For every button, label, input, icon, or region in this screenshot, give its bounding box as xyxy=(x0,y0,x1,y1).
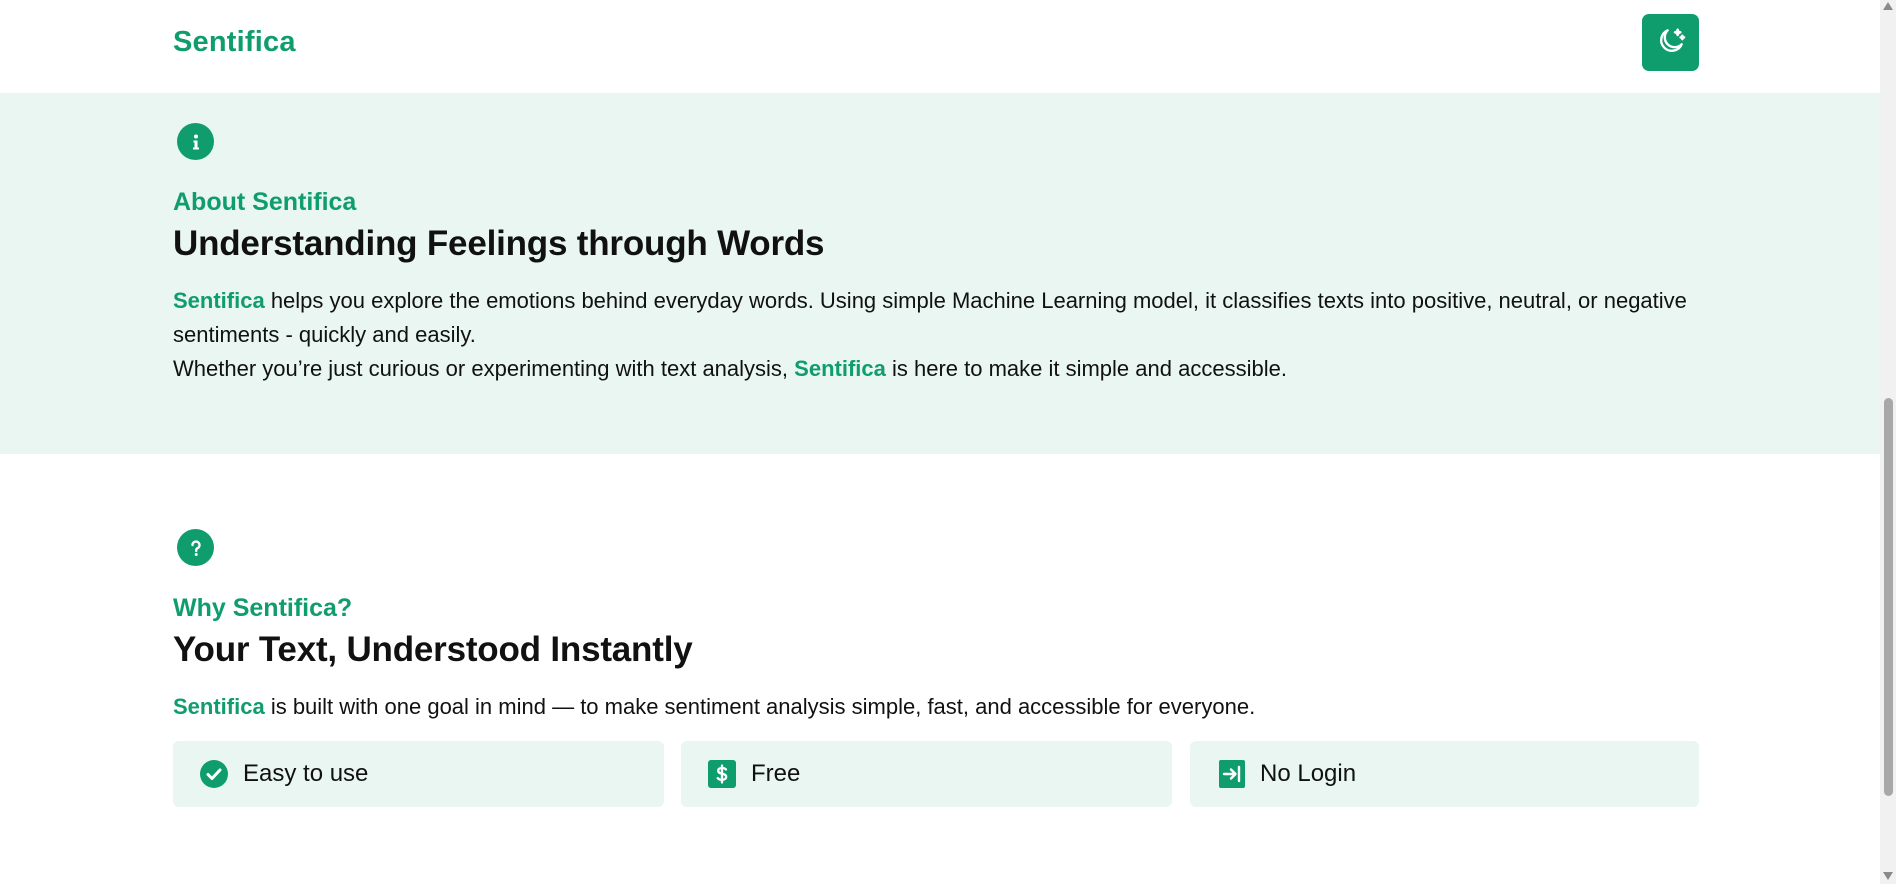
brand-highlight: Sentifica xyxy=(173,288,265,313)
about-paragraph: Sentifica helps you explore the emotions… xyxy=(173,284,1699,386)
scrollbar-thumb[interactable] xyxy=(1884,398,1893,796)
feature-card-free: Free xyxy=(681,741,1172,807)
moon-stars-icon xyxy=(1655,25,1687,60)
about-paragraph-text-2a: Whether you’re just curious or experimen… xyxy=(173,356,795,381)
theme-toggle-button[interactable] xyxy=(1642,14,1699,71)
why-eyebrow: Why Sentifica? xyxy=(173,594,353,622)
top-nav: Sentifica xyxy=(0,0,1880,93)
about-paragraph-text-1: helps you explore the emotions behind ev… xyxy=(173,288,1687,347)
why-heading: Your Text, Understood Instantly xyxy=(173,630,693,669)
brand-highlight: Sentifica xyxy=(794,356,886,381)
feature-label: Free xyxy=(751,760,801,787)
info-icon xyxy=(177,123,214,160)
feature-card-no-login: No Login xyxy=(1190,741,1699,807)
why-section xyxy=(0,454,1880,884)
feature-label: Easy to use xyxy=(243,760,369,787)
why-paragraph-text: is built with one goal in mind — to make… xyxy=(264,694,1256,719)
scroll-up-arrow-icon[interactable] xyxy=(1883,2,1893,10)
login-arrow-icon xyxy=(1216,759,1246,789)
brand-logo-text[interactable]: Sentifica xyxy=(173,26,296,58)
page-scrollbar[interactable] xyxy=(1880,0,1896,884)
about-paragraph-text-2b: is here to make it simple and accessible… xyxy=(885,356,1287,381)
question-icon xyxy=(177,529,214,566)
about-section: About Sentifica Understanding Feelings t… xyxy=(0,93,1880,454)
why-paragraph: Sentifica is built with one goal in mind… xyxy=(173,690,1699,724)
check-circle-icon xyxy=(199,759,229,789)
brand-highlight: Sentifica xyxy=(173,694,265,719)
dollar-icon xyxy=(707,759,737,789)
about-heading: Understanding Feelings through Words xyxy=(173,224,825,263)
about-eyebrow: About Sentifica xyxy=(173,188,357,216)
feature-card-easy: Easy to use xyxy=(173,741,664,807)
scroll-down-arrow-icon[interactable] xyxy=(1883,872,1893,880)
feature-label: No Login xyxy=(1260,760,1357,787)
